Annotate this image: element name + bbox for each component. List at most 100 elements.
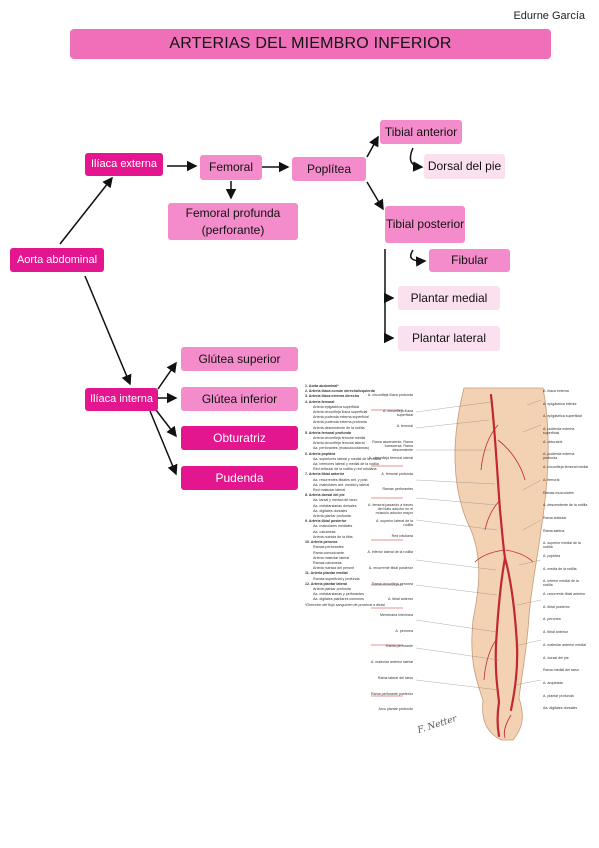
arrow-aorta-to-iliaca-externa <box>59 176 113 245</box>
legend-line: 11. Arteria plantar medial <box>305 571 348 576</box>
node-dorsal-del-pie: Dorsal del pie <box>424 154 505 179</box>
legend-line: Ramas perforantes <box>313 545 344 550</box>
legend-line: Red maleolar lateral <box>313 488 346 493</box>
page-title: ARTERIAS DEL MIEMBRO INFERIOR <box>70 29 551 59</box>
figure-label: Rama perforante <box>386 644 413 649</box>
arrow-poplitea-to-tibial-anterior <box>366 135 379 158</box>
legend-line: Aa. inferiores lateral y medial de la ro… <box>313 462 379 467</box>
figure-label: A. circunfleja ilíaca profunda <box>367 393 413 397</box>
figure-label: A. descendente de la rodilla <box>543 503 588 508</box>
arrow-tibial-posterior-to-fibular <box>410 249 427 267</box>
figure-label: A. maleolar anterior medial <box>543 642 586 647</box>
legend-line: Arteria circunfleja ilíaca superficial <box>313 410 368 415</box>
figure-label: A. tibial anterior <box>543 630 568 635</box>
figure-label: A. plantar profunda <box>543 693 574 698</box>
legend-line: Aa. calcáneas <box>313 529 336 534</box>
arrow-iliaca-interna-to-glutea-superior <box>157 361 177 390</box>
legend-line: Aa. superiores lateral y medial de la ro… <box>313 456 381 461</box>
legend-line: Arteria descendente de la rodilla <box>313 425 365 430</box>
figure-label: A. circunfleja femoral lateral <box>368 455 413 460</box>
legend-line: *Dirección del flujo sanguíneo de proxim… <box>305 602 386 607</box>
figure-label: A. femoral profunda <box>381 471 413 476</box>
author-name: Edurne García <box>513 10 585 22</box>
figure-label: Aa. digitales dorsales <box>543 706 578 711</box>
figure-label: A. peronea <box>543 617 561 622</box>
figure-label: A. obturatriz <box>543 439 563 444</box>
legend-line: 12. Arteria plantar lateral <box>305 581 348 586</box>
arrow-iliaca-interna-to-pudenda <box>149 410 178 476</box>
legend-line: Aa. digitales dorsales <box>313 508 348 513</box>
node-iliaca-interna: Ilíaca interna <box>85 388 158 411</box>
leg-drawing <box>371 387 549 741</box>
figure-label: A. circunfleja ilíaca superficial <box>383 408 413 417</box>
node-plantar-medial: Plantar medial <box>398 286 500 310</box>
legend-line: Arteria circunfleja femoral lateral <box>313 441 365 446</box>
node-aorta-abdominal: Aorta abdominal <box>10 248 104 272</box>
node-tibial-anterior: Tibial anterior <box>380 120 462 144</box>
figure-label: A. inferior lateral de la rodilla <box>367 550 413 555</box>
figure-label: Ramas musculares <box>543 490 574 495</box>
legend-line: Aa. perforantes (musculocutáneas) <box>313 446 369 451</box>
figure-label: A. femoral <box>543 477 560 482</box>
legend-line: Aa. metatarsianas y perforantes <box>313 592 364 597</box>
legend-line: 5. Arteria femoral profunda <box>305 430 351 435</box>
arrow-poplitea-to-tibial-posterior <box>366 181 384 211</box>
legend-line: 3. Arteria ilíaca externa derecha <box>305 394 360 399</box>
node-pudenda: Pudenda <box>181 466 298 490</box>
legend-line: 10. Arteria peronea <box>305 540 338 545</box>
figure-label: A. dorsal del pie <box>543 655 569 660</box>
node-poplitea: Poplítea <box>292 157 366 181</box>
legend-line: Arteria maleolar lateral <box>313 555 350 560</box>
figure-label: Rama lateral del tarso <box>377 675 413 680</box>
legend-line: 9. Arteria tibial posterior <box>305 519 347 524</box>
legend-line: 2. Arteria ilíaca común derecha/izquierd… <box>305 389 375 394</box>
node-fibular: Fibular <box>429 249 510 272</box>
legend-line: Arteria nutricia del peroné <box>313 566 355 571</box>
figure-label: A. peronea <box>395 628 413 633</box>
node-iliaca-externa: Ilíaca externa <box>85 153 163 176</box>
figure-label: A. pudenda externa profunda <box>543 452 575 461</box>
legend-line: Aa. maleolares ant. medial y lateral <box>313 482 370 487</box>
figure-label: A. ilíaca externa <box>543 389 569 393</box>
arrow-aorta-to-iliaca-interna <box>84 275 132 386</box>
figure-label: A. media de la rodilla <box>543 566 577 571</box>
legend-line: Ramas calcáneas <box>313 560 342 565</box>
legend-line: Aa. recurrentes tibiales ant. y post. <box>313 477 369 482</box>
node-glutea-inferior: Glútea inferior <box>181 387 298 411</box>
node-tibial-posterior: Tibial posterior <box>385 206 465 243</box>
legend-line: Aa. digitales plantares comunes <box>313 597 364 602</box>
figure-label: A. epigástrica inferior <box>543 401 577 406</box>
legend-line: Aa. maleolares mediales <box>313 524 353 529</box>
node-glutea-superior: Glútea superior <box>181 347 298 371</box>
figure-label: A. tibial anterior <box>388 597 413 602</box>
node-femoral-profunda: Femoral profunda (perforante) <box>168 203 298 240</box>
legend-line: 6. Arteria poplítea <box>305 451 336 456</box>
legend-line: Red articular de la rodilla y red rotuli… <box>313 467 377 472</box>
figure-label: A. femoral <box>396 424 413 429</box>
figure-label: Red rotuliana <box>391 534 413 539</box>
figure-label: A. superior lateral de la rodilla <box>376 518 413 527</box>
node-femoral: Femoral <box>200 155 262 180</box>
arrow-iliaca-interna-to-obturatriz <box>155 409 177 438</box>
figure-label: A. recurrente tibial posterior <box>368 565 413 570</box>
legend-line: Arteria plantar profunda <box>313 586 351 591</box>
figure-label: A. pudenda externa superficial <box>543 427 575 435</box>
legend-line: 7. Arteria tibial anterior <box>305 472 345 477</box>
legend-line: 4. Arteria femoral <box>305 399 335 404</box>
legend-line: Arteria epigástrica superficial <box>313 404 360 409</box>
node-obturatriz: Obturatriz <box>181 426 298 450</box>
node-plantar-lateral: Plantar lateral <box>398 326 500 351</box>
anatomical-illustration: 1. Aorta abdominal*2. Arteria ilíaca com… <box>301 380 591 750</box>
legend-line: Arteria plantar profunda <box>313 514 351 519</box>
figure-label: Rama ascendente, Rama transversa, Rama d… <box>372 440 413 452</box>
figure-label: A. epigástrica superficial <box>543 414 582 419</box>
legend-line: Ramas superficial y profunda <box>313 576 360 581</box>
figure-label: Rama articular <box>543 515 567 520</box>
figure-label: Rama medial del tarso <box>543 668 579 673</box>
figure-label: A. femoral pasando a través del hiato ad… <box>368 503 413 515</box>
arrow-tibial-anterior-to-dorsal-pie <box>409 147 424 172</box>
figure-label: Rama circunfleja peronea <box>372 581 413 586</box>
figure-label: Rama safena <box>543 528 565 533</box>
figure-label: A. recurrente tibial anterior <box>543 592 586 597</box>
legend-line: Aa. metatarsianas dorsales <box>313 503 357 508</box>
